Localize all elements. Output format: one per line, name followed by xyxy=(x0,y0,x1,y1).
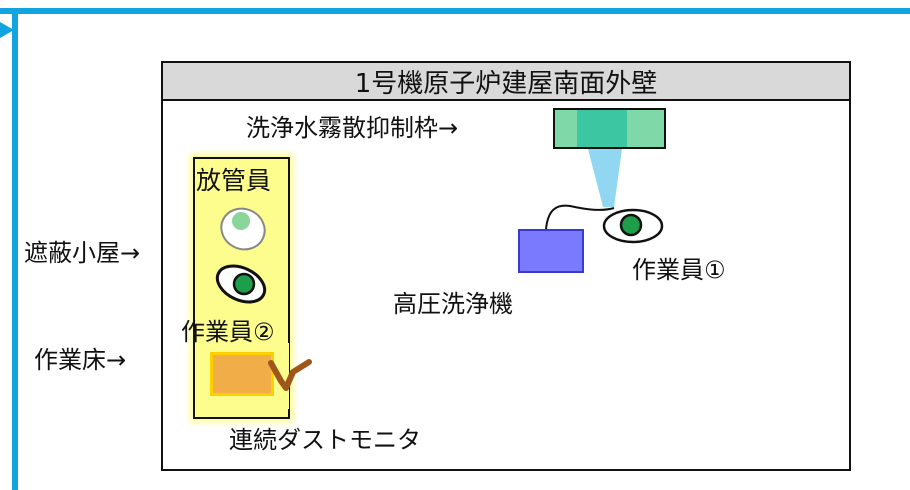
frame-left-border xyxy=(12,8,18,490)
worker-2-label: 作業員② xyxy=(181,318,275,346)
monitor-cable xyxy=(268,359,312,391)
radiation-staff-label: 放管員 xyxy=(196,166,272,195)
spray-source xyxy=(577,110,627,147)
worker-1-icon xyxy=(602,208,664,244)
building-title: 1号機原子炉建屋南面外壁 xyxy=(161,61,851,101)
worker-1-label: 作業員① xyxy=(632,256,726,284)
work-floor-label: 作業床→ xyxy=(34,346,127,374)
mist-suppressor-label: 洗浄水霧散抑制枠→ xyxy=(246,114,459,142)
radiation-staff-icon xyxy=(220,207,266,251)
dust-monitor-label: 連続ダストモニタ xyxy=(229,426,421,454)
frame-top-border xyxy=(0,8,910,14)
dust-monitor-box xyxy=(210,352,274,396)
shield-hut-label: 遮蔽小屋→ xyxy=(24,239,141,267)
high-pressure-washer-label: 高圧洗浄機 xyxy=(393,290,513,318)
water-spray xyxy=(588,149,622,207)
high-pressure-washer xyxy=(518,229,584,273)
worker-2-icon xyxy=(215,264,267,304)
frame-arrow-icon xyxy=(0,22,14,38)
washer-hose xyxy=(545,204,615,230)
